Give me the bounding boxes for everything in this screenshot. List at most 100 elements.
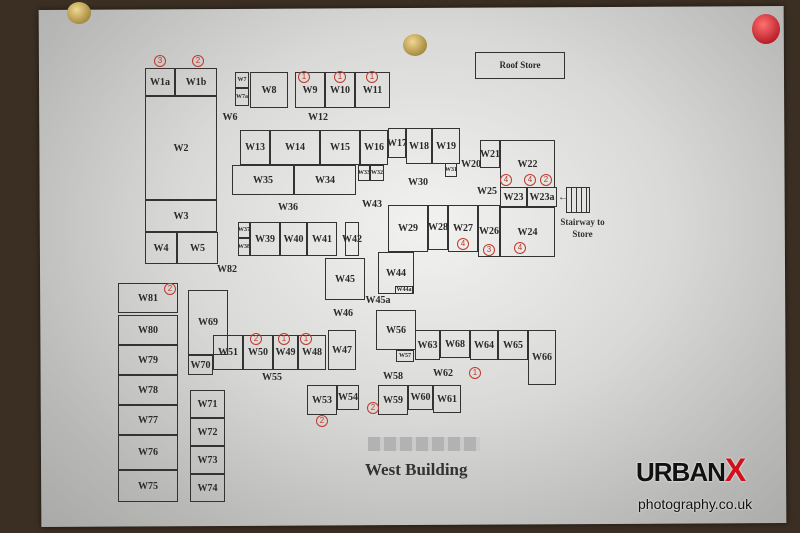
room-w7: W7 [235, 72, 249, 88]
room-w73: W73 [190, 446, 225, 474]
plan-title: West Building [365, 460, 468, 479]
room-w21: W21 [480, 140, 500, 168]
corridor-w55: W55 [262, 372, 282, 383]
room-w48: W48 [298, 335, 326, 370]
room-w42: W42 [342, 222, 362, 256]
room-w70: W70 [188, 355, 213, 375]
room-w66: W66 [528, 330, 556, 385]
thumbtack-icon [403, 34, 427, 56]
room-w72: W72 [190, 418, 225, 446]
room-w15: W15 [320, 130, 360, 165]
arrow-left-icon: ← [558, 192, 568, 203]
corridor-w30: W30 [408, 177, 428, 188]
room-w45: W45 [325, 258, 365, 300]
room-w38: W38 [238, 238, 250, 256]
room-w79: W79 [118, 345, 178, 375]
room-w5: W5 [177, 232, 218, 264]
room-w34: W34 [294, 165, 356, 195]
room-w17: W17 [387, 128, 407, 158]
corridor-w43: W43 [362, 199, 382, 210]
room-w57: W57 [396, 350, 414, 362]
room-w24: W24 [500, 207, 555, 257]
handwritten-mark: 1 [469, 367, 481, 379]
room-w31: W31 [445, 163, 457, 177]
corridor-w12: W12 [308, 112, 328, 123]
room-w23: W23 [500, 187, 527, 207]
handwritten-mark: 2 [540, 174, 552, 186]
corridor-w82: W82 [217, 264, 237, 275]
room-w54: W54 [337, 385, 359, 410]
room-w40: W40 [280, 222, 307, 256]
watermark-logo: URBANX [636, 452, 746, 488]
handwritten-mark: 1 [366, 71, 378, 83]
room-w75: W75 [118, 470, 178, 502]
room-w37: W37 [238, 222, 250, 238]
room-w9: W9 [295, 72, 325, 108]
room-w14: W14 [270, 130, 320, 165]
room-w68: W68 [440, 330, 470, 358]
handwritten-mark: 1 [298, 71, 310, 83]
room-w76: W76 [118, 435, 178, 470]
room-w32: W32 [370, 165, 384, 181]
room-w80: W80 [118, 315, 178, 345]
handwritten-mark: 2 [367, 402, 379, 414]
room-w51: W51 [213, 335, 243, 370]
room-w33: W33 [358, 165, 370, 181]
stairway-label: Stairway to Store [560, 217, 605, 239]
logo-x: X [724, 452, 746, 488]
handwritten-mark: 4 [500, 174, 512, 186]
corridor-w46: W46 [333, 308, 353, 319]
room-w81: W81 [118, 283, 178, 313]
stairway-icon [566, 187, 590, 213]
red-pin-icon [752, 14, 780, 44]
room-w1a: W1a [145, 68, 175, 96]
room-w60: W60 [408, 385, 433, 410]
room-w39: W39 [250, 222, 280, 256]
corridor-w62: W62 [433, 368, 453, 379]
room-w64: W64 [470, 330, 498, 360]
room-w74: W74 [190, 474, 225, 502]
room-w41: W41 [307, 222, 337, 256]
corridor-w58: W58 [383, 371, 403, 382]
handwritten-mark: 1 [300, 333, 312, 345]
handwritten-mark: 2 [192, 55, 204, 67]
room-w61: W61 [433, 385, 461, 413]
room-w53: W53 [307, 385, 337, 415]
corridor-w25: W25 [477, 186, 497, 197]
handwritten-mark: 3 [154, 55, 166, 67]
room-w69: W69 [188, 290, 228, 355]
room-w1b: W1b [175, 68, 217, 96]
handwritten-mark: 4 [457, 238, 469, 250]
handwritten-mark: 1 [334, 71, 346, 83]
watermark-site: photography.co.uk [638, 496, 753, 512]
room-w28: W28 [428, 205, 448, 250]
room-w63: W63 [415, 330, 440, 360]
room-w13: W13 [240, 130, 270, 165]
handwritten-mark: 2 [164, 283, 176, 295]
thumbtack-icon [67, 2, 91, 24]
room-w18: W18 [406, 128, 432, 164]
handwritten-mark: 2 [316, 415, 328, 427]
room-w35: W35 [232, 165, 294, 195]
room-w71: W71 [190, 390, 225, 418]
room-w65: W65 [498, 330, 528, 360]
room-w44a: W44a [395, 286, 413, 294]
room-w23a: W23a [527, 187, 557, 207]
room-w19: W19 [432, 128, 460, 164]
handwritten-mark: 3 [483, 244, 495, 256]
room-w47: W47 [328, 330, 356, 370]
room-w27: W27 [448, 205, 478, 252]
room-w16: W16 [360, 130, 388, 165]
roof-store-room: Roof Store [475, 52, 565, 79]
room-w59: W59 [378, 385, 408, 415]
room-w26: W26 [478, 205, 500, 257]
room-w56: W56 [376, 310, 416, 350]
corridor-w6: W6 [222, 112, 238, 123]
room-w2: W2 [145, 96, 217, 200]
room-w29: W29 [388, 205, 428, 252]
room-w7a: W7a [235, 88, 249, 106]
room-w4: W4 [145, 232, 177, 264]
handwritten-mark: 1 [278, 333, 290, 345]
corridor-w36: W36 [278, 202, 298, 213]
room-w8: W8 [250, 72, 288, 108]
